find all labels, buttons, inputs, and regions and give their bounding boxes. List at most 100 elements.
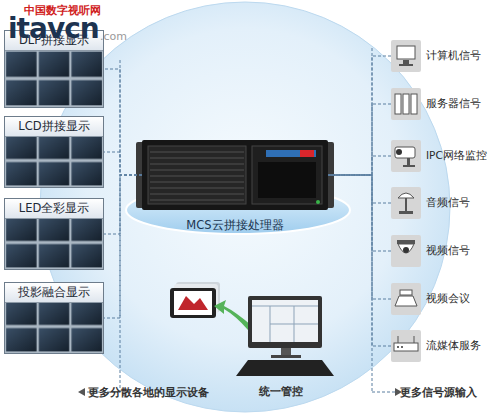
workstation-part bbox=[236, 360, 334, 376]
workstation-part bbox=[271, 355, 301, 358]
signal-connector bbox=[104, 152, 142, 175]
workstation-part bbox=[248, 296, 322, 348]
video-walls-part bbox=[5, 50, 103, 107]
signal-icons-part bbox=[397, 46, 415, 59]
watermark-domain: .com bbox=[100, 30, 127, 43]
processor-chassis-part bbox=[150, 152, 244, 200]
node-label: MCS云拼接处理器 bbox=[122, 218, 348, 233]
node-label: 流媒体服务 bbox=[426, 339, 481, 353]
signal-icons-part bbox=[398, 336, 414, 343]
signal-icons-part bbox=[391, 330, 421, 362]
signal-connector bbox=[328, 175, 391, 203]
control-station: 统一管控 bbox=[228, 286, 334, 398]
signal-icons-part bbox=[391, 88, 421, 120]
signal-connector bbox=[328, 56, 391, 175]
workstation-part bbox=[178, 296, 208, 310]
processor-chassis bbox=[136, 140, 334, 210]
signal-icons-part bbox=[401, 346, 403, 348]
signal-connector bbox=[328, 175, 391, 346]
signal-connector bbox=[328, 175, 391, 299]
bus-lines bbox=[84, 48, 396, 392]
signal-icons-part bbox=[405, 198, 407, 211]
workstation-part bbox=[281, 348, 291, 355]
signal-icons-part bbox=[394, 343, 418, 351]
processor-chassis-part bbox=[258, 162, 316, 198]
signal-connector bbox=[104, 175, 142, 318]
signal-icons-part bbox=[399, 211, 413, 214]
processor-chassis-part bbox=[148, 146, 246, 204]
display-wall: LED全彩显示 bbox=[4, 198, 104, 270]
signal-source: IPC网络监控 bbox=[391, 140, 421, 172]
display-wall: LCD拼接显示 bbox=[4, 116, 104, 188]
signal-icons-part bbox=[403, 247, 409, 253]
signal-icons-part bbox=[395, 94, 401, 114]
display-wall: 投影融合显示 bbox=[4, 282, 104, 354]
node-label: 音频信号 bbox=[426, 196, 470, 210]
signal-connector bbox=[104, 175, 142, 234]
bus-lines-part bbox=[372, 48, 373, 392]
processor-chassis-part bbox=[142, 140, 328, 210]
workstation-part bbox=[174, 291, 212, 315]
workstation-part bbox=[170, 288, 216, 318]
footer-note: 更多分散各地的显示设备 bbox=[88, 385, 209, 400]
processor-chassis-part bbox=[300, 150, 314, 157]
signal-icons-part bbox=[396, 149, 402, 155]
signal-source: 视频会议 bbox=[391, 283, 421, 315]
node-label: LCD拼接显示 bbox=[5, 117, 103, 137]
signal-icons-part bbox=[391, 40, 421, 72]
bus-lines-part bbox=[372, 392, 396, 393]
node-label: LED全彩显示 bbox=[5, 199, 103, 219]
signal-source: 视频信号 bbox=[391, 235, 421, 267]
signal-icons-part bbox=[397, 240, 415, 244]
node-label: 统一管控 bbox=[228, 384, 334, 399]
watermark-logo: itavcn bbox=[8, 12, 99, 45]
signal-icons bbox=[391, 40, 421, 362]
video-walls-part bbox=[5, 134, 103, 187]
node-label: 服务器信号 bbox=[426, 97, 481, 111]
signal-icons-part bbox=[391, 140, 421, 172]
workstation-part bbox=[252, 300, 318, 342]
video-walls-part bbox=[4, 116, 104, 188]
signal-connector bbox=[328, 156, 391, 175]
node-label: IPC网络监控 bbox=[426, 149, 487, 163]
node-label: 投影融合显示 bbox=[5, 283, 103, 303]
processor-chassis-part bbox=[316, 200, 320, 204]
signal-icons-part bbox=[397, 346, 399, 348]
video-walls bbox=[4, 30, 104, 354]
signal-connector bbox=[328, 175, 391, 251]
processor-device: MCS云拼接处理器 bbox=[142, 140, 328, 210]
signal-source: 服务器信号 bbox=[391, 88, 421, 120]
processor-chassis-part bbox=[266, 150, 316, 157]
signal-icons-part bbox=[400, 290, 412, 295]
signal-icons-part bbox=[391, 235, 421, 267]
signal-icons-part bbox=[395, 296, 417, 306]
signal-icons-part bbox=[403, 60, 409, 64]
video-walls-part bbox=[4, 282, 104, 354]
signal-icons-part bbox=[411, 94, 417, 114]
signal-source: 音频信号 bbox=[391, 187, 421, 219]
signal-connector bbox=[328, 104, 391, 175]
video-walls-part bbox=[5, 300, 103, 353]
workstation-part bbox=[214, 300, 252, 330]
signal-source: 流媒体服务 bbox=[391, 330, 421, 362]
signal-icons-part bbox=[391, 283, 421, 315]
signal-source: 计算机信号 bbox=[391, 40, 421, 72]
signal-icons-part bbox=[407, 158, 410, 166]
footer-note: 更多信号源输入 bbox=[400, 385, 477, 400]
node-label: 视频信号 bbox=[426, 244, 470, 258]
signal-icons-part bbox=[398, 244, 414, 253]
signal-icons-part bbox=[399, 64, 413, 66]
signal-icons-part bbox=[398, 193, 414, 198]
signal-icons-part bbox=[395, 147, 415, 158]
signal-connector bbox=[104, 69, 142, 175]
node-label: 视频会议 bbox=[426, 292, 470, 306]
processor-chassis-part bbox=[252, 146, 322, 204]
video-walls-part bbox=[5, 216, 103, 269]
bus-lines-part bbox=[120, 60, 121, 392]
signal-icons-part bbox=[403, 94, 409, 114]
signal-icons-part bbox=[403, 165, 415, 167]
video-walls-part bbox=[4, 198, 104, 270]
workstation bbox=[170, 282, 334, 376]
node-label: 计算机信号 bbox=[426, 49, 481, 63]
